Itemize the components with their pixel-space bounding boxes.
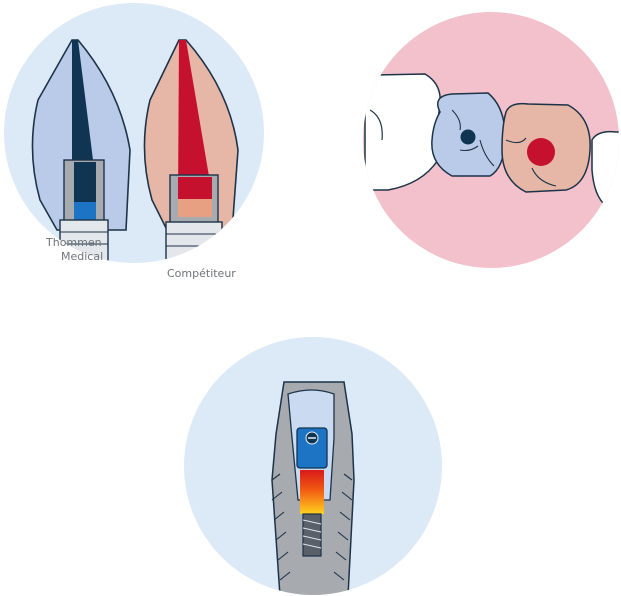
blue-tooth-marker — [461, 130, 476, 145]
heat-zone — [300, 470, 324, 514]
occlusal-teeth-illustration — [360, 0, 621, 280]
peach-tooth-marker — [527, 138, 555, 166]
thommen-label-line2: Medical — [61, 250, 103, 263]
thommen-label-line1: Thommen — [46, 236, 102, 249]
competitor-label: Compétiteur — [167, 267, 236, 280]
implant-cross-section-illustration — [180, 330, 450, 596]
occlusal-view-panel — [360, 0, 621, 280]
implant-section-panel — [180, 330, 450, 596]
crown-comparison-panel — [0, 0, 300, 290]
crown-comparison-illustration — [0, 0, 300, 290]
